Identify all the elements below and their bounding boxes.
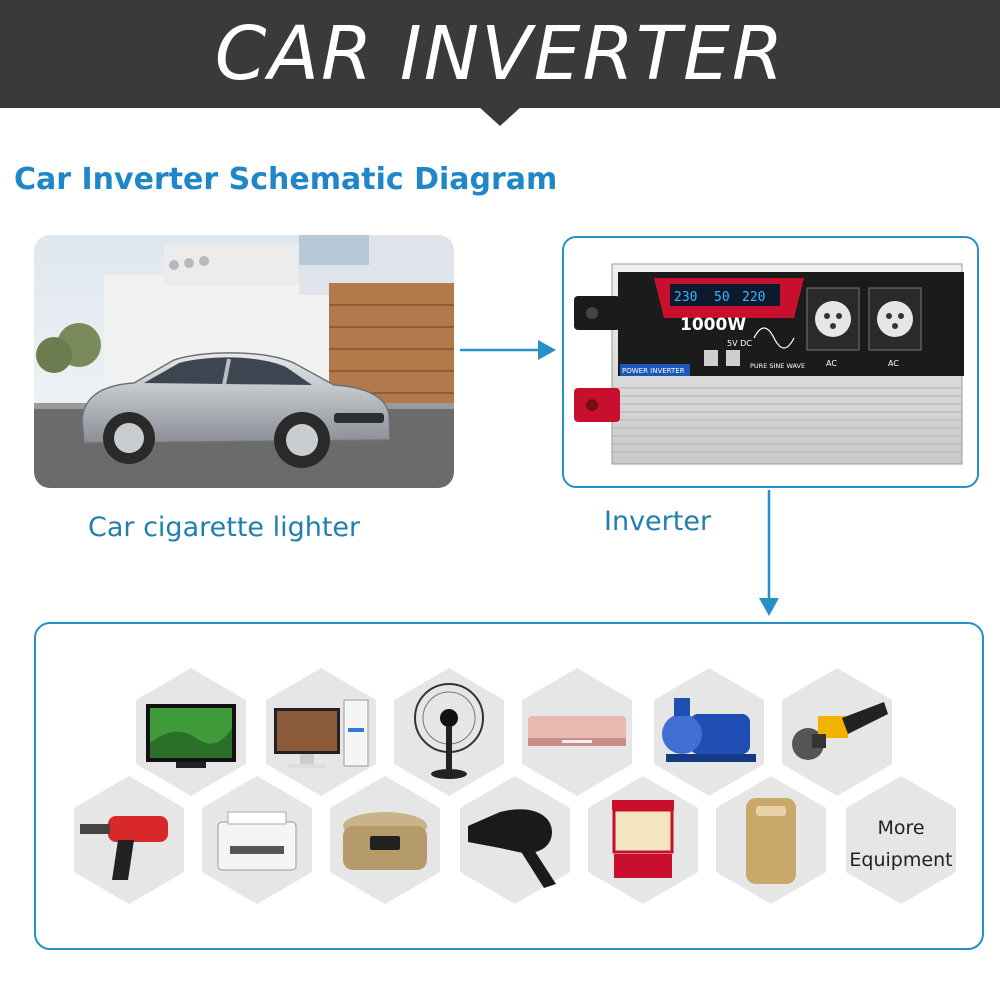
wave-label: PURE SINE WAVE	[750, 362, 805, 370]
rice-cooker-icon	[343, 812, 427, 870]
equipment-water-pump	[654, 668, 764, 796]
equipment-desktop-computer	[266, 668, 376, 796]
equipment-air-conditioner	[522, 668, 632, 796]
more-equipment: More Equipment	[846, 776, 956, 904]
hair-dryer-icon	[468, 809, 556, 888]
panel-label: POWER INVERTER	[622, 367, 685, 375]
equipment-popcorn-machine	[588, 776, 698, 904]
equipment-rice-cooker	[330, 776, 440, 904]
power-drill-icon	[80, 816, 168, 880]
equipment-printer	[202, 776, 312, 904]
equipment-air-purifier	[716, 776, 826, 904]
outlet-label-2: AC	[888, 359, 899, 368]
header-banner	[0, 0, 1000, 108]
air-purifier-icon	[746, 798, 796, 884]
equipment-electric-fan	[394, 668, 504, 796]
equipment-tv	[136, 668, 246, 796]
diagram-title: Car Inverter Schematic Diagram	[14, 162, 558, 197]
car-photo	[34, 235, 454, 488]
water-pump-icon	[662, 698, 756, 762]
more-equipment-label: More Equipment	[846, 812, 956, 876]
more-equipment-line-1: More	[877, 817, 925, 839]
inverter-panel: 230 50 220 1000W 5V DC POWER INVERTER PU…	[562, 236, 979, 488]
equipment-angle-grinder	[782, 668, 892, 796]
equipment-hair-dryer	[460, 776, 570, 904]
banner-title: CAR INVERTER	[214, 11, 786, 97]
inverter-label: Inverter	[604, 506, 712, 537]
display-readout-3: 220	[742, 290, 765, 305]
electric-fan-icon	[414, 683, 484, 779]
display-readout-1: 230	[674, 290, 697, 305]
inverter-device-illustration: 230 50 220 1000W 5V DC POWER INVERTER PU…	[574, 263, 964, 465]
popcorn-machine-icon	[612, 800, 674, 878]
tv-icon	[146, 704, 236, 768]
banner-pointer	[478, 106, 522, 126]
usb-label: 5V DC	[727, 339, 752, 348]
arrow-head-down	[759, 598, 779, 616]
more-equipment-line-2: Equipment	[849, 849, 953, 871]
air-conditioner-icon	[528, 716, 626, 746]
equipment-power-drill	[74, 776, 184, 904]
display-readout-2: 50	[714, 290, 730, 305]
printer-icon	[217, 811, 297, 871]
power-rating: 1000W	[680, 315, 746, 335]
arrow-head-right	[538, 340, 556, 360]
source-label: Car cigarette lighter	[88, 512, 361, 543]
outlet-label-1: AC	[826, 359, 837, 368]
angle-grinder-icon	[792, 702, 888, 760]
desktop-computer-icon	[274, 699, 369, 768]
equipment-panel	[34, 622, 984, 950]
